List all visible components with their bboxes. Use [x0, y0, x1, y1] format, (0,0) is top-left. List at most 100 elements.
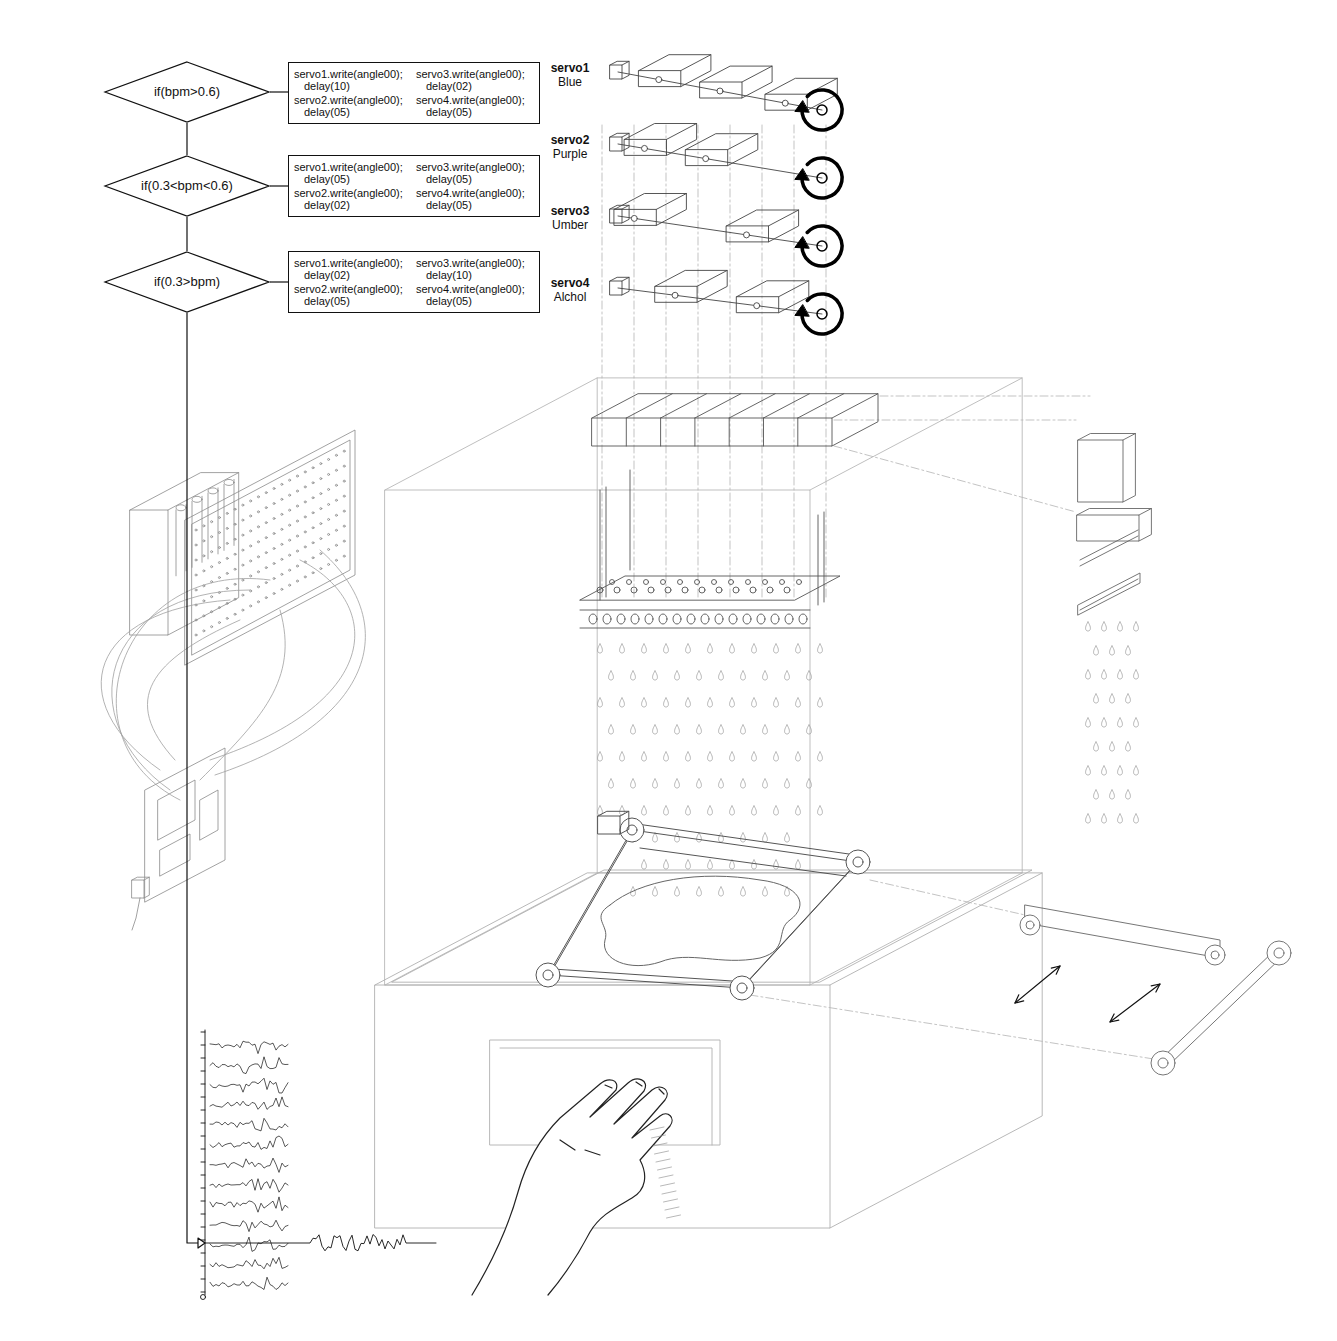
droplet [708, 644, 713, 653]
breadboard-hole [312, 467, 314, 469]
paint-tray [727, 210, 799, 226]
flow-trunk [187, 313, 205, 1248]
axis-tick [201, 1136, 205, 1137]
droplet [763, 779, 768, 788]
droplet [1134, 718, 1139, 727]
droplet [675, 671, 680, 680]
servo-name: servo3 [550, 204, 591, 218]
base-plinth [375, 870, 1042, 1228]
valve-bead [763, 580, 768, 585]
ink-color-label: Blue [557, 75, 583, 89]
node-text: servo4.write(angle00); delay(05) [416, 283, 534, 307]
side-plate [818, 515, 819, 605]
droplet [1126, 790, 1131, 799]
breadboard-hole [312, 542, 314, 544]
breadboard-hole [289, 539, 291, 541]
breadboard-hole [265, 522, 267, 524]
diamond-shape [105, 156, 269, 216]
roller-circle [536, 963, 560, 987]
frame-rail [632, 830, 858, 862]
breadboard-hole [289, 584, 291, 586]
node-text: servo3.write(angle00); delay(02) [416, 68, 534, 92]
droplet [818, 698, 823, 707]
paint-tray [655, 286, 697, 302]
breadboard-hole [312, 497, 314, 499]
valve-bead [780, 580, 785, 585]
node-text: if(bpm>0.6) [154, 84, 220, 100]
valve-bead [712, 580, 717, 585]
microcontroller [145, 748, 225, 902]
plinth-edge [375, 873, 1042, 985]
droplet [1118, 814, 1123, 823]
droplet [1102, 670, 1107, 679]
rotation-head [795, 169, 809, 180]
nozzle [603, 614, 611, 624]
breadboard-hole [304, 546, 306, 548]
rod-bead [656, 77, 662, 83]
droplet [686, 752, 691, 761]
breadboard-hole [296, 535, 298, 537]
droplet [1134, 814, 1139, 823]
servo-rod [618, 216, 822, 246]
droplet [642, 752, 647, 761]
electronics [101, 430, 365, 930]
droplet [664, 698, 669, 707]
heartbeat-trace [210, 1057, 288, 1074]
valve-bead [699, 587, 705, 593]
valve-bead [665, 587, 671, 593]
nozzle [659, 614, 667, 624]
breadboard-hole [234, 568, 236, 570]
paint-tray [639, 55, 711, 71]
breadboard-hole [226, 617, 228, 619]
arrow-head [1051, 966, 1060, 974]
rotation-hub [817, 309, 827, 319]
shadow-hatch [652, 1135, 666, 1138]
diamond-shape [105, 252, 269, 312]
droplet [1110, 646, 1115, 655]
valve-bead [716, 587, 722, 593]
breadboard-hole [343, 540, 345, 542]
heartbeat-trace [210, 1041, 288, 1053]
droplet [752, 860, 757, 869]
enclosure-edge [810, 378, 1022, 985]
droplet [785, 725, 790, 734]
battery-cell [208, 488, 218, 494]
breadboard-hole [242, 519, 244, 521]
breadboard-hole [296, 505, 298, 507]
servo-motor [622, 277, 629, 295]
breadboard-hole [335, 499, 337, 501]
paint-tray [700, 82, 742, 98]
droplet [741, 887, 746, 896]
roller-rod [1160, 950, 1275, 1060]
breadboard-hole [296, 580, 298, 582]
breadboard-hole [296, 550, 298, 552]
droplet [785, 671, 790, 680]
roller-rod [1168, 956, 1283, 1066]
droplet [697, 887, 702, 896]
breadboard [185, 430, 355, 665]
droplet [818, 752, 823, 761]
droplet [664, 806, 669, 815]
bpm-graph [201, 1030, 437, 1300]
valve-bead [610, 580, 615, 585]
servo-motor [610, 61, 629, 65]
droplet [774, 752, 779, 761]
breadboard-hole [289, 494, 291, 496]
roller-circle [730, 976, 754, 1000]
servo-rod [618, 144, 822, 178]
breadboard-hole [320, 508, 322, 510]
nozzle [589, 614, 597, 624]
droplet [807, 725, 812, 734]
projection-line [634, 125, 635, 600]
droplet [1094, 790, 1099, 799]
nozzle [645, 614, 653, 624]
breadboard-hole [289, 524, 291, 526]
hand [472, 1079, 681, 1295]
droplet [818, 644, 823, 653]
heartbeat-trace [210, 1237, 288, 1251]
valve-bead [767, 587, 773, 593]
breadboard-hole [296, 475, 298, 477]
breadboard-hole [195, 634, 197, 636]
breadboard-hole [343, 450, 345, 452]
roller-circle [1274, 948, 1284, 958]
